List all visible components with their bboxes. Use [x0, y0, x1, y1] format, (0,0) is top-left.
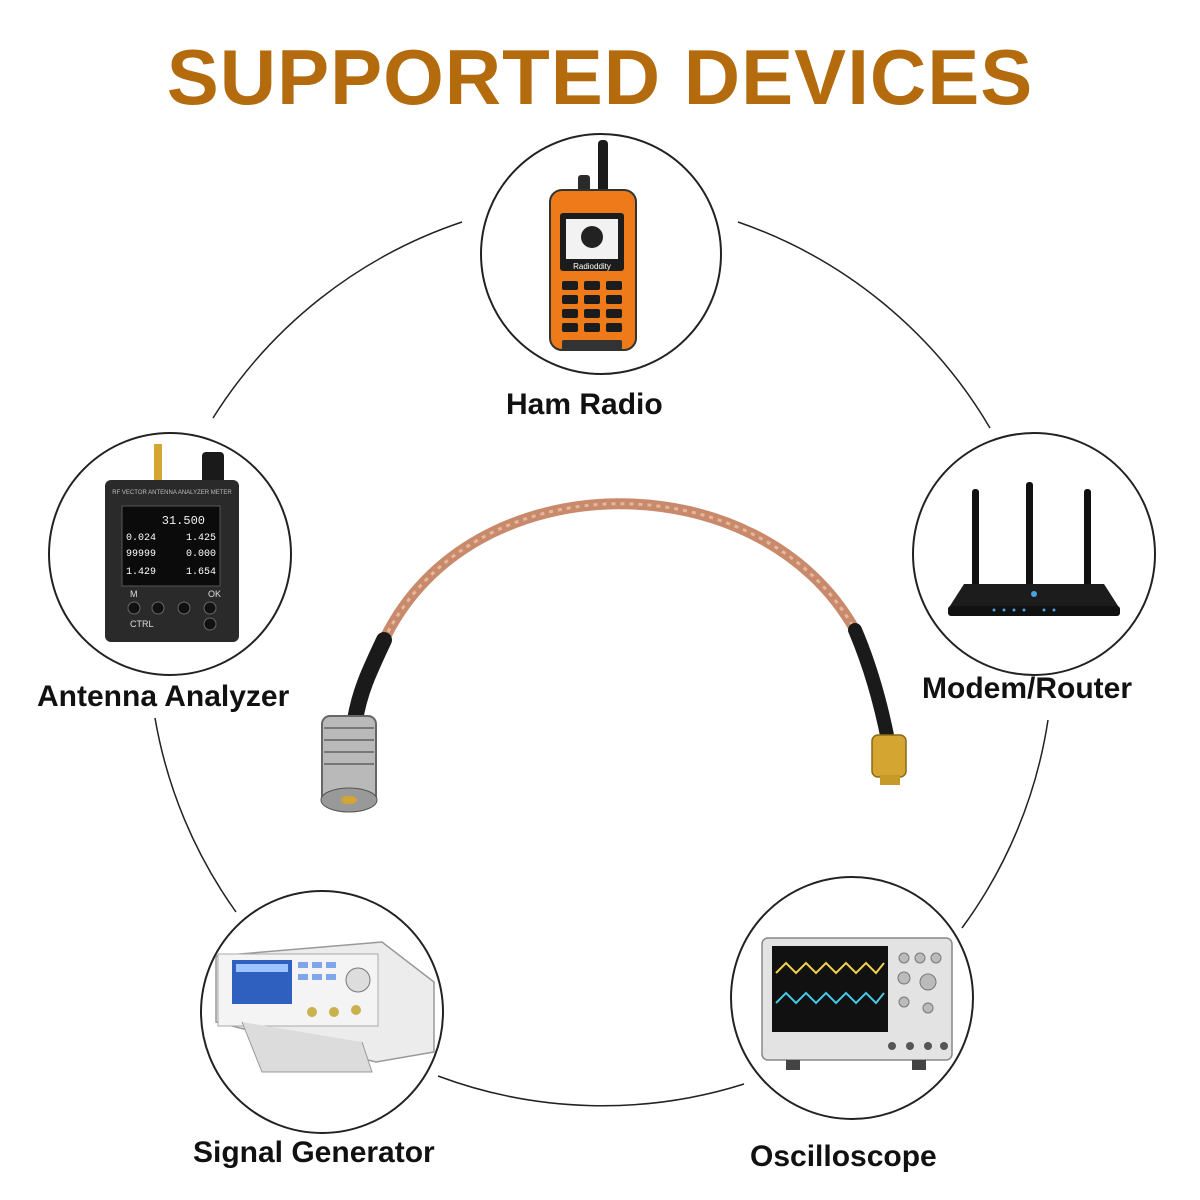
- oscilloscope-circle: [730, 876, 974, 1120]
- antenna-analyzer-icon: RF VECTOR ANTENNA ANALYZER METER 31.500 …: [105, 444, 239, 642]
- signal-generator-circle: [200, 890, 444, 1134]
- antenna-analyzer-label: Antenna Analyzer: [37, 680, 290, 713]
- meter-value-3: 99999: [126, 549, 156, 560]
- ham-radio-label: Ham Radio: [506, 388, 663, 421]
- meter-value-2: 1.425: [186, 533, 216, 544]
- page-title: SUPPORTED DEVICES: [166, 33, 1034, 121]
- ham-radio-icon: Radioddity: [549, 140, 637, 351]
- meter-button-m: M: [130, 589, 138, 599]
- meter-button-ctrl: CTRL: [130, 619, 154, 629]
- router-circle: [912, 432, 1156, 676]
- meter-value-6: 1.654: [186, 567, 216, 578]
- meter-value-5: 1.429: [126, 567, 156, 578]
- signal-generator-icon: [215, 941, 435, 1073]
- meter-value-1: 0.024: [126, 533, 156, 544]
- ham-radio-circle: Radioddity: [480, 133, 722, 375]
- meter-value-4: 0.000: [186, 549, 216, 560]
- oscilloscope-label: Oscilloscope: [750, 1140, 937, 1173]
- meter-title: RF VECTOR ANTENNA ANALYZER METER: [112, 490, 232, 496]
- signal-generator-label: Signal Generator: [193, 1136, 435, 1169]
- meter-value-freq: 31.500: [162, 514, 205, 528]
- antenna-analyzer-circle: RF VECTOR ANTENNA ANALYZER METER 31.500 …: [48, 432, 292, 676]
- router-icon: [948, 482, 1120, 616]
- meter-button-ok: OK: [208, 589, 221, 599]
- router-label: Modem/Router: [922, 672, 1132, 705]
- ham-radio-brand: Radioddity: [573, 262, 611, 271]
- oscilloscope-icon: [761, 937, 953, 1070]
